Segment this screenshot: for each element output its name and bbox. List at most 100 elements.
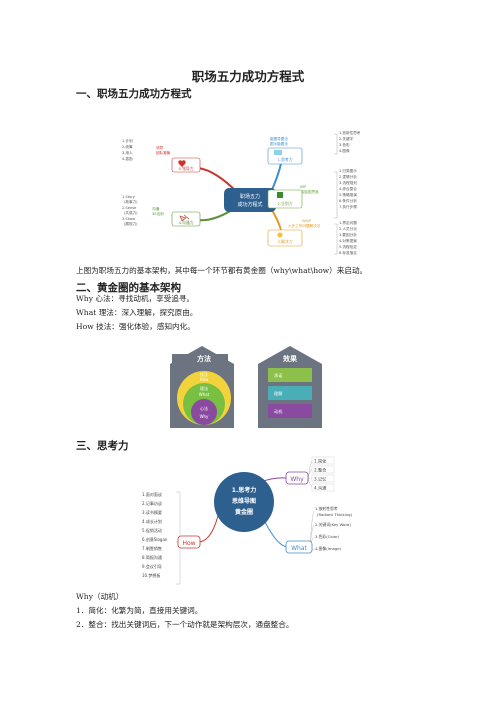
center-node	[224, 188, 276, 212]
lb-node: 4.沟通力	[178, 220, 193, 225]
what-item-5: 4.图像(Image)	[315, 546, 342, 551]
rt-item-1: 1.放射性思考	[339, 130, 361, 135]
mindmap-figure: 职场五力 成功方程式 1.计划 2.统筹 3.用人 4.激励 领导 团队凝聚 5…	[122, 130, 361, 255]
rm-item-3: 3.流程规划	[339, 180, 357, 185]
layer-5: 心法	[200, 405, 208, 411]
how-item-10: 10.梦想板	[142, 572, 160, 578]
rm-item-6: 6.条件分析	[339, 198, 357, 203]
thinking-mindmap-figure: 1.思考力 思维导图 黄金圈 Why 1.简化 2.整合 3.记忆 4.沟通 W…	[142, 456, 353, 585]
what-item-1: 1.放射性思考	[315, 506, 338, 511]
lightbulb-icon	[277, 232, 283, 238]
lb-item-6: (展现力)	[124, 221, 138, 226]
how-item-3: 3.读书摘要	[142, 509, 162, 515]
lt-node: 5.领导力	[178, 166, 193, 171]
how-item-8: 8.简报沟通	[142, 554, 162, 560]
rm-item-1: 1.归类图示	[339, 168, 357, 173]
lb-item-5: 3.Show	[122, 217, 135, 221]
rt-item-4: 4.图像	[339, 148, 350, 153]
rm-node: 2.企划力	[277, 201, 292, 206]
how-item-4: 4.成长计划	[142, 518, 162, 524]
what-item-4: 3.色彩(Color)	[315, 534, 340, 539]
lt-item-4: 4.激励	[122, 156, 133, 161]
rt-item-3: 3.色彩	[339, 142, 350, 147]
what-node: What	[291, 545, 307, 552]
how-node: How	[182, 540, 195, 547]
what-item-2: (Radiant Thinking)	[317, 512, 353, 517]
section-2-heading: 二、黄金圈的基本架构	[76, 282, 181, 294]
lb-item-1: 1.Story	[122, 195, 136, 199]
how-item-9: 9.会议引导	[142, 563, 162, 569]
why-line: Why 心法：寻找动机，享受追寻。	[76, 294, 195, 303]
why-item-3: 3.记忆	[314, 476, 326, 483]
checkbox-icon	[277, 192, 283, 198]
layer-4: What	[199, 392, 210, 397]
how-item-1: 1.面对面谈	[142, 491, 162, 497]
simplify-line: 1．简化：化繁为简，直接用关键词。	[76, 606, 203, 615]
rb-item-1: 1.界定问题	[339, 220, 357, 225]
rb-item-6: 6.标准落实	[339, 250, 357, 255]
why-circle	[191, 399, 217, 425]
lt-item-2: 2.统筹	[122, 144, 133, 149]
how-line: How 技法：强化体验，感知内化。	[76, 322, 195, 331]
lb-branch-1: 沟通	[152, 206, 160, 211]
lt-item-1: 1.计划	[122, 138, 133, 143]
layer-2: How	[200, 377, 209, 382]
lt-branch-2: 团队凝聚	[156, 150, 171, 155]
why-node: Why	[290, 476, 304, 483]
layer-6: Why	[200, 414, 209, 419]
layer-3: 理法	[200, 385, 208, 391]
section-3-heading: 三、思考力	[76, 440, 129, 452]
rm-item-5: 5.策略推演	[339, 192, 357, 197]
center-line-3: 黄金圈	[235, 508, 253, 516]
rm-branch-2: 七大黄金脑图思维	[290, 189, 319, 194]
effect-2: 理解	[274, 390, 282, 397]
brain-map-icon	[274, 150, 282, 155]
center-line-2: 思维导图	[232, 497, 256, 505]
rb-item-3: 3.要因分析	[339, 232, 357, 237]
golden-circle-figure: 方法 技法 How 理法 What 心法 Why 效果 承诺 理解 动机	[170, 346, 322, 428]
how-item-6: 6.创意Slogan	[142, 536, 168, 542]
method-label: 方法	[197, 354, 211, 363]
center-line-1: 职场五力	[240, 193, 260, 200]
how-item-5: 5.促销活动	[142, 527, 162, 533]
rm-item-4: 4.综合整合	[339, 186, 357, 191]
rt-item-2: 2.关键字	[339, 136, 354, 141]
rt-node: 1.思考力	[277, 157, 292, 162]
section-1-caption: 上图为职场五力的基本架构，其中每一个环节都有黄金圈（why\what\how）来…	[76, 266, 368, 275]
why-item-2: 2.整合	[314, 467, 327, 474]
rm-branch-1: IMP	[300, 185, 307, 189]
rb-item-2: 2.人员分派	[339, 226, 357, 231]
lb-item-2: (故事力)	[124, 199, 138, 204]
rm-item-2: 2.逻辑分析	[339, 174, 357, 179]
lt-item-3: 3.用人	[122, 150, 133, 155]
rb-node: 3.解决力	[277, 239, 292, 244]
why-motive-line: Why（动机）	[76, 592, 124, 601]
rt-branch-1: 脑图导图法	[270, 136, 288, 141]
rb-item-4: 4.对策提案	[339, 238, 357, 243]
thinking-center-node	[214, 472, 274, 532]
integrate-line: 2．整合：找出关键词后，下一个动作就是架构层次，通盘整合。	[76, 620, 294, 629]
page-title: 职场五力成功方程式	[191, 69, 305, 84]
what-item-3: 2.关键词(Key Word)	[315, 522, 351, 527]
what-line: What 理法：深入理解，探究原由。	[76, 308, 198, 317]
effect-1: 承诺	[274, 372, 282, 379]
how-item-2: 2.记事访谈	[142, 500, 162, 506]
lb-item-3: 2.Sense	[122, 206, 137, 210]
rb-item-5: 5.流程检定	[339, 244, 357, 249]
rb-branch-2: 六步工作问题解决法	[288, 223, 321, 228]
why-item-4: 4.沟通	[314, 485, 327, 492]
rb-branch-1: WISP	[302, 219, 312, 223]
section-1-heading: 一、职场五力成功方程式	[76, 88, 192, 100]
handshake-icon	[179, 214, 190, 222]
how-item-7: 7.制胜销售	[142, 545, 162, 551]
rm-item-7: 7.执行步骤	[339, 204, 357, 209]
lb-item-4: (共感力)	[124, 210, 138, 215]
why-item-1: 1.简化	[314, 458, 327, 465]
layer-1: 技法	[200, 371, 208, 377]
effect-3: 动机	[274, 408, 283, 415]
center-line-1: 1.思考力	[232, 486, 256, 494]
lt-branch-1: 领导	[156, 145, 164, 150]
heart-icon	[178, 160, 186, 167]
center-line-2: 成功方程式	[237, 201, 262, 208]
